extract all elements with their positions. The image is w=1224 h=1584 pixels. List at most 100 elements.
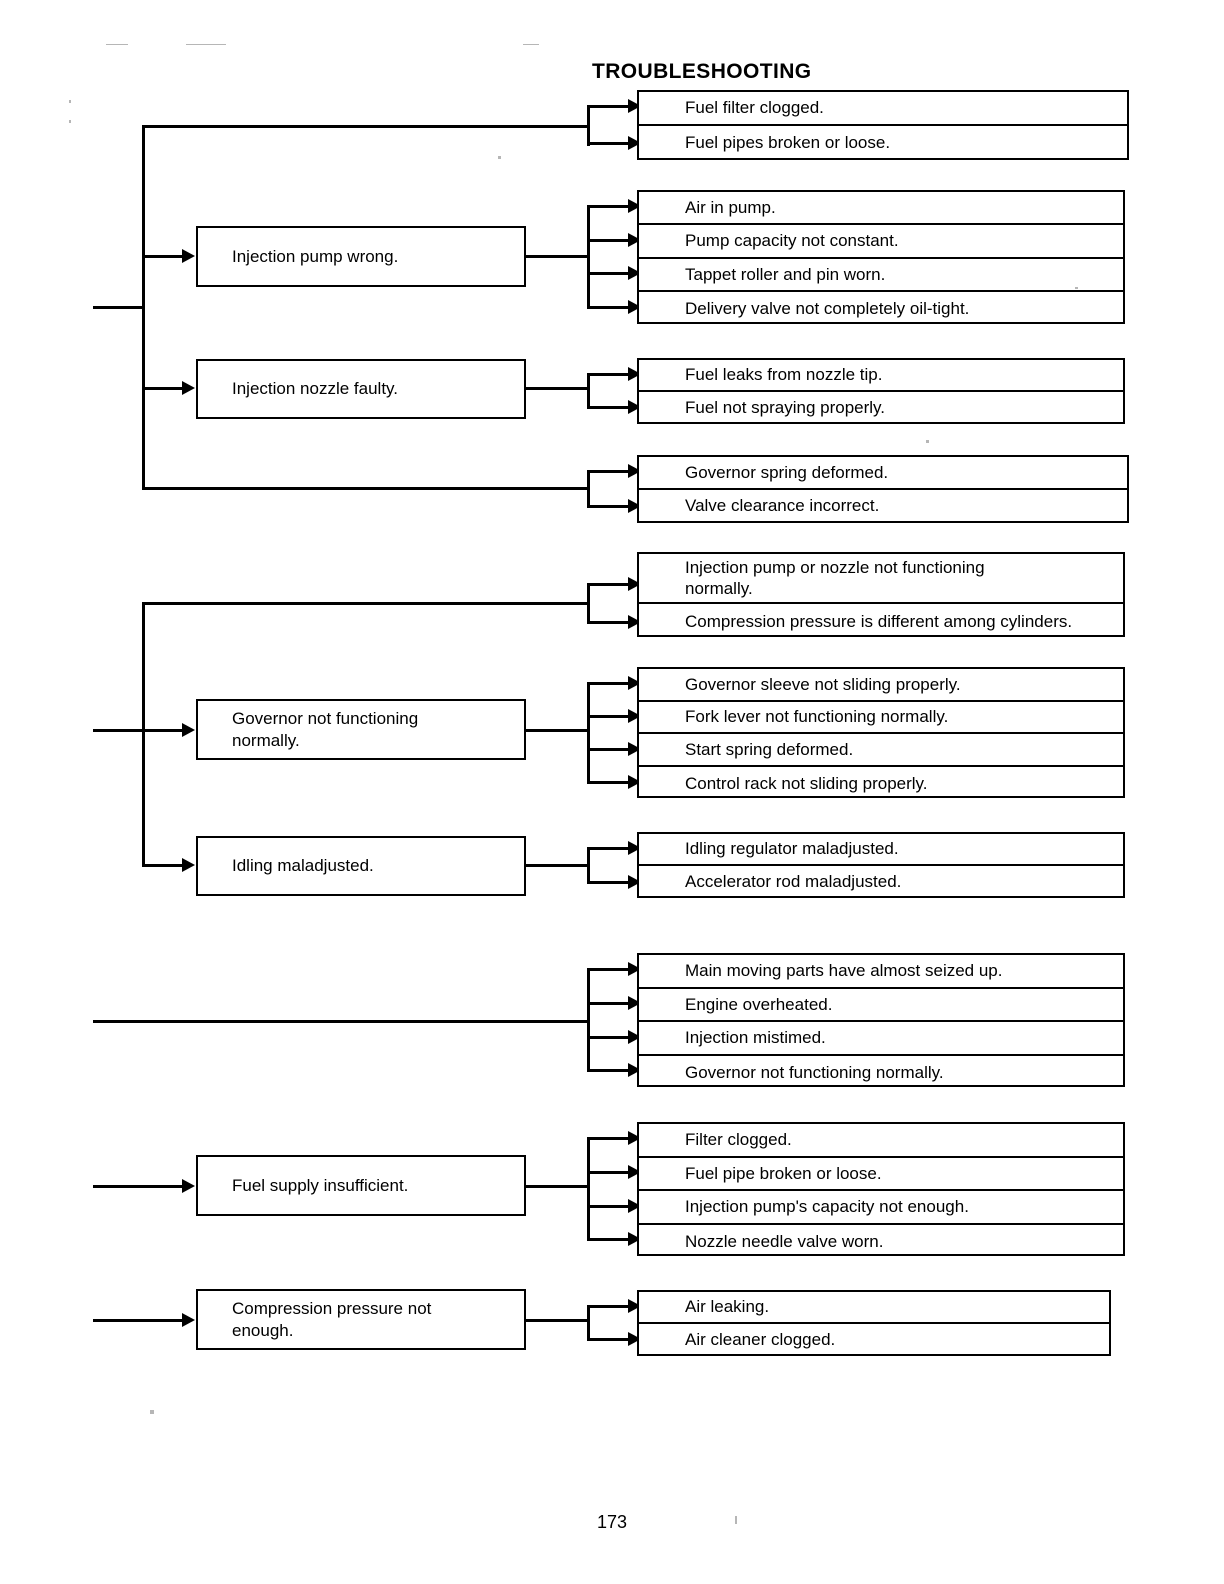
cause-box-fuel-supply-insufficient[interactable]: Fuel supply insufficient.	[196, 1155, 526, 1216]
section4-cause1-fanout-bar	[587, 1137, 590, 1240]
section2-cause1-fanout-bar	[587, 682, 590, 782]
item-row: Injection mistimed.	[639, 1022, 1123, 1056]
item-row: Air cleaner clogged.	[685, 1329, 836, 1349]
section1-trailing-feed-1	[587, 470, 639, 473]
scan-speck	[106, 44, 128, 45]
section2-cause2-items: Idling regulator maladjusted. Accelerato…	[637, 832, 1125, 898]
item-row: Compression pressure is different among …	[685, 611, 1073, 631]
section3-feed-4	[587, 1069, 639, 1072]
section4-cause2-arrow	[182, 1313, 195, 1327]
section1-c2-feed-1	[587, 373, 639, 376]
scan-speck	[498, 156, 501, 159]
scan-speck	[69, 120, 71, 123]
section1-trailing-branch	[142, 487, 590, 490]
section1-trailing-feed-2	[587, 505, 639, 508]
cause-label: Governor not functioning normally.	[232, 709, 419, 750]
item-row: Governor spring deformed.	[639, 457, 1127, 490]
cause-box-idling-maladjusted[interactable]: Idling maladjusted.	[196, 836, 526, 896]
page-title: TROUBLESHOOTING	[592, 60, 812, 83]
section1-direct-feed-1	[587, 105, 639, 108]
cause-box-injection-pump-wrong[interactable]: Injection pump wrong.	[196, 226, 526, 287]
section1-cause1-fanout-bar	[587, 205, 590, 308]
item-row: Pump capacity not constant.	[639, 225, 1123, 259]
item-row: Injection pump or nozzle not functioning…	[639, 554, 1123, 604]
section4-cause2-fanout-bar	[587, 1305, 590, 1341]
item-row: Delivery valve not completely oil-tight.	[685, 299, 970, 319]
section3-input-line	[93, 1020, 590, 1023]
section2-cause2-arrow	[182, 858, 195, 872]
section2-cause1-items: Governor sleeve not sliding properly. Fo…	[637, 667, 1125, 798]
section2-direct-branch	[142, 602, 590, 605]
scan-speck	[150, 1410, 154, 1414]
item-row: Accelerator rod maladjusted.	[685, 871, 902, 891]
item-row: Idling regulator maladjusted.	[639, 834, 1123, 866]
cause-box-governor-not-functioning[interactable]: Governor not functioning normally.	[196, 699, 526, 760]
item-row: Fuel leaks from nozzle tip.	[639, 360, 1123, 392]
section4-c1-feed-1	[587, 1137, 639, 1140]
item-row: Engine overheated.	[639, 989, 1123, 1022]
section2-cause1-arrow	[182, 723, 195, 737]
section2-cause2-fanout-bar	[587, 847, 590, 884]
scan-speck	[523, 44, 539, 45]
section1-cause1-out	[525, 255, 589, 258]
section4-cause2-items: Air leaking. Air cleaner clogged.	[637, 1290, 1111, 1356]
section1-trailing-items: Governor spring deformed. Valve clearanc…	[637, 455, 1129, 523]
section1-direct-branch	[142, 125, 590, 128]
section1-cause2-feed	[142, 387, 188, 390]
section2-direct-items: Injection pump or nozzle not functioning…	[637, 552, 1125, 637]
section3-fanout-bar	[587, 968, 590, 1071]
page-number: 173	[596, 1512, 628, 1532]
cause-label: Compression pressure not enough.	[232, 1299, 432, 1340]
item-row: Air in pump.	[639, 192, 1123, 225]
item-row: Nozzle needle valve worn.	[685, 1231, 884, 1251]
scan-speck	[1075, 287, 1078, 289]
section1-c1-feed-3	[587, 272, 639, 275]
cause-box-injection-nozzle-faulty[interactable]: Injection nozzle faulty.	[196, 359, 526, 419]
scan-speck	[186, 44, 226, 45]
section1-cause2-items: Fuel leaks from nozzle tip. Fuel not spr…	[637, 358, 1125, 424]
section2-c1-feed-4	[587, 781, 639, 784]
section2-c1-feed-1	[587, 682, 639, 685]
section4-cause1-items: Filter clogged. Fuel pipe broken or loos…	[637, 1122, 1125, 1256]
cause-label: Injection nozzle faulty.	[232, 379, 398, 399]
section1-c1-feed-1	[587, 205, 639, 208]
section1-cause2-arrow	[182, 381, 195, 395]
section1-c1-feed-4	[587, 306, 639, 309]
section4-cause1-input	[93, 1185, 188, 1188]
section2-trunk	[142, 602, 145, 866]
section4-c1-feed-2	[587, 1171, 639, 1174]
section1-trunk	[142, 125, 145, 489]
section3-feed-2	[587, 1002, 639, 1005]
section2-c2-feed-2	[587, 881, 639, 884]
cause-label: Injection pump wrong.	[232, 246, 399, 266]
section2-cause2-feed	[142, 864, 188, 867]
cause-label: Idling maladjusted.	[232, 856, 374, 876]
section1-direct-feed-2	[587, 142, 639, 145]
section1-trailing-fanout-bar	[587, 470, 590, 508]
section2-cause2-out	[525, 864, 589, 867]
item-row: Control rack not sliding properly.	[685, 773, 928, 793]
section1-c1-feed-2	[587, 239, 639, 242]
section3-feed-3	[587, 1036, 639, 1039]
section2-input-line	[93, 729, 145, 732]
item-row: Governor not functioning normally.	[685, 1062, 944, 1082]
item-row: Fuel filter clogged.	[639, 92, 1127, 126]
cause-box-compression-pressure-not-enough[interactable]: Compression pressure not enough.	[196, 1289, 526, 1350]
section1-cause1-feed	[142, 255, 188, 258]
section3-direct-items: Main moving parts have almost seized up.…	[637, 953, 1125, 1087]
section4-cause2-input	[93, 1319, 188, 1322]
section2-direct-fanout-bar	[587, 583, 590, 624]
section4-c1-feed-3	[587, 1205, 639, 1208]
scan-speck	[735, 1516, 737, 1524]
cause-label: Fuel supply insufficient.	[232, 1175, 409, 1195]
section3-feed-1	[587, 968, 639, 971]
section2-c1-feed-2	[587, 715, 639, 718]
item-row: Main moving parts have almost seized up.	[639, 955, 1123, 989]
item-row: Valve clearance incorrect.	[685, 496, 880, 516]
section4-c1-feed-4	[587, 1238, 639, 1241]
section2-c1-feed-3	[587, 748, 639, 751]
section1-input-line	[93, 306, 145, 309]
item-row: Tappet roller and pin worn.	[639, 259, 1123, 292]
section2-cause1-out	[525, 729, 589, 732]
section2-direct-feed-2	[587, 621, 639, 624]
